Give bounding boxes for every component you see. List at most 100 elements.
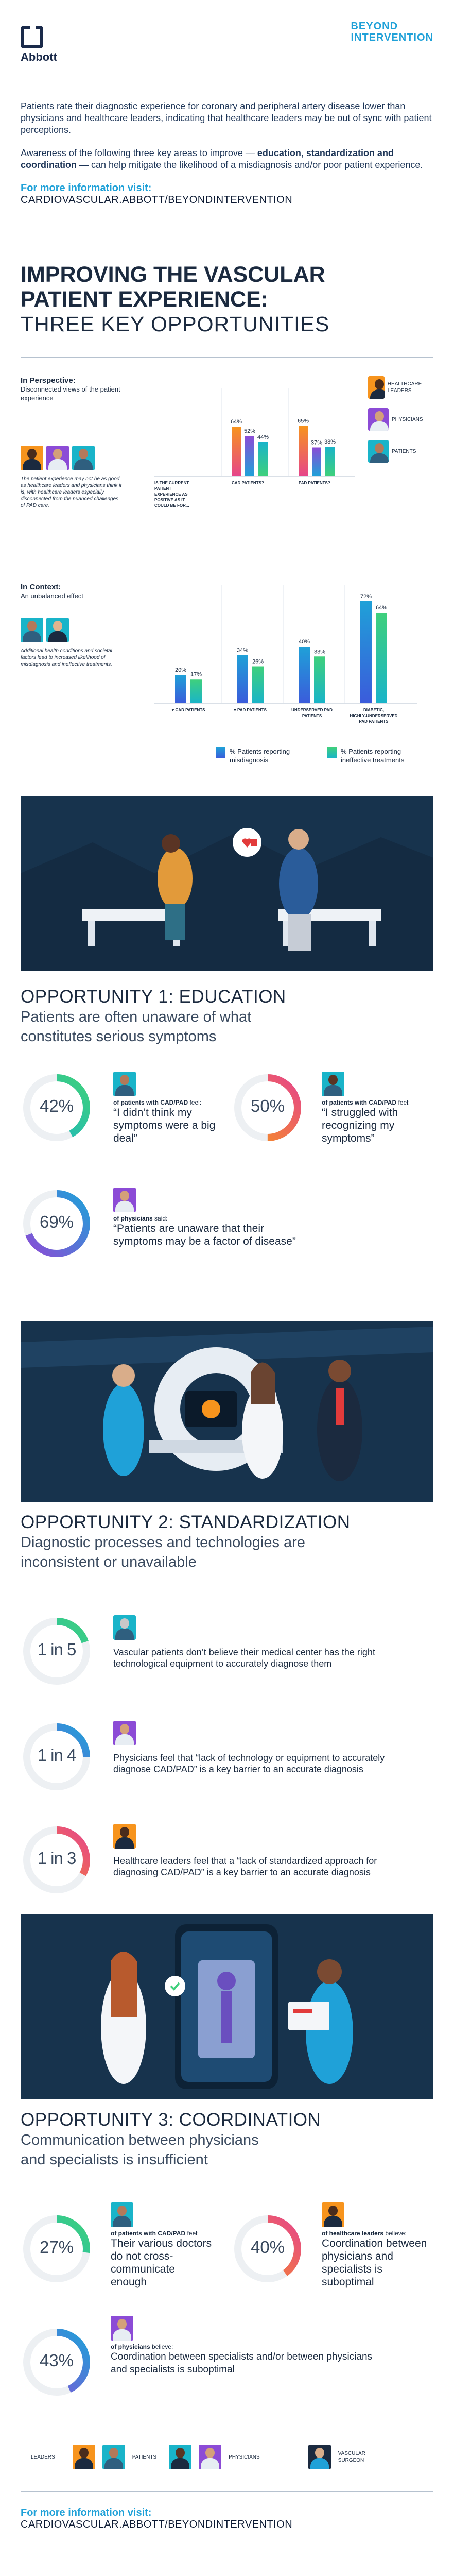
- donut-ring: [23, 2329, 90, 2396]
- bar-value-label: 65%: [298, 418, 309, 425]
- category-label: PATIENTS: [302, 714, 322, 718]
- opp3-stat-1-text: Their various doctors do not cross-commu…: [111, 2238, 212, 2288]
- patient-avatar: [113, 1072, 136, 1096]
- legend-patients-label: PATIENTS: [392, 448, 416, 454]
- illustration-patients-bench: [0, 796, 454, 981]
- footer-legend-patients: PATIENTS: [132, 2454, 157, 2460]
- donut-ring: [23, 1618, 90, 1685]
- opp2-title: OPPORTUNITY 2: STANDARDIZATION: [21, 1512, 351, 1532]
- brand-line-1: BEYOND: [351, 21, 398, 32]
- opp2-stat-2-ring: 1 in 4: [21, 1721, 93, 1793]
- footer-legend: LEADERS PATIENTS PHYSICIANS VASCULAR SUR…: [0, 2429, 454, 2491]
- opp3-stat-1-value: 27%: [39, 2238, 74, 2257]
- ring-progress-arc: [23, 2215, 90, 2282]
- leader-avatar: [322, 2202, 344, 2227]
- opp1-title: OPPORTUNITY 1: EDUCATION: [21, 987, 286, 1007]
- opportunity-2: OPPORTUNITY 2: STANDARDIZATION Diagnosti…: [0, 1512, 454, 1914]
- bar-ineffective-treatment: [252, 666, 264, 703]
- leader-avatar: [113, 1824, 136, 1849]
- bar-value-label: 64%: [376, 605, 387, 611]
- opp2-stat-3-text: Healthcare leaders feel that a “lack of …: [113, 1856, 377, 1877]
- opp3-subtitle-2: and specialists is insufficient: [21, 2151, 208, 2168]
- perspective-heading: In Perspective:: [21, 376, 76, 385]
- footer-more-info-label: For more information visit:: [21, 2507, 152, 2518]
- intro-p2-pre: Awareness of the following three key are…: [21, 148, 257, 158]
- opp1-stat-1-who-bold: of patients with CAD/PAD: [113, 1099, 188, 1106]
- opp1-stat-3-who: of physicians said:: [113, 1215, 309, 1222]
- opp3-stat-1-who-rest: feel:: [185, 2230, 199, 2237]
- legend-physician-avatar: [368, 408, 389, 431]
- ring-progress-arc: [23, 2329, 90, 2396]
- physician-avatar: [199, 2445, 222, 2469]
- opp2-subtitle-2: inconsistent or unavailable: [21, 1554, 197, 1570]
- illustration-imaging: [0, 1321, 454, 1512]
- intro-p2-bold: education, standardization and coordinat…: [21, 148, 394, 170]
- opp2-stat-1-value: 1 in 5: [37, 1640, 77, 1659]
- category-label: HIGHLY-UNDERSERVED: [350, 714, 398, 718]
- category-label: ♥ CAD PATIENTS: [172, 708, 206, 713]
- bar-misdiagnosis: [299, 647, 310, 703]
- imaging-scene-image: [21, 1321, 433, 1502]
- bar-ineffective-treatment: [376, 613, 387, 703]
- legend-physicians-label: PHYSICIANS: [392, 416, 423, 422]
- bar-patients: [325, 447, 335, 476]
- bar-value-label: 17%: [190, 671, 202, 677]
- title-line-2: PATIENT EXPERIENCE:: [21, 287, 269, 312]
- bar-value-label: 64%: [231, 419, 242, 425]
- context-section: In Context: An unbalanced effect Additio…: [0, 564, 454, 786]
- legend-ineffective: % Patients reporting ineffective treatme…: [341, 748, 405, 764]
- category-label: CAD PATIENTS?: [232, 481, 264, 485]
- bar-misdiagnosis: [175, 675, 186, 703]
- opp1-stat-3-ring: 69%: [21, 1188, 93, 1260]
- category-label: POSITIVE AS IT: [154, 498, 185, 502]
- patient-avatar: [111, 2202, 133, 2227]
- opp1-stat-1-who-rest: feel:: [188, 1099, 202, 1106]
- coordination-scene-image: [21, 1914, 433, 2099]
- more-info-label: For more information visit:: [21, 182, 152, 194]
- physician-avatar: [113, 1188, 136, 1212]
- bar-value-label: 26%: [252, 659, 264, 665]
- bar-misdiagnosis: [360, 601, 372, 703]
- ring-progress-arc: [23, 1190, 90, 1257]
- opp3-title: OPPORTUNITY 3: COORDINATION: [21, 2110, 321, 2130]
- footer-more-info-link[interactable]: CARDIOVASCULAR.ABBOTT/BEYONDINTERVENTION: [21, 2519, 293, 2530]
- patient-avatar: [113, 1615, 136, 1640]
- donut-ring: [23, 1826, 90, 1893]
- opp1-stat-3-who-rest: said:: [152, 1215, 168, 1222]
- physician-avatar: [113, 1721, 136, 1745]
- perspective-section: In Perspective: Disconnected views of th…: [0, 358, 454, 564]
- title-line-3: THREE KEY OPPORTUNITIES: [21, 312, 330, 336]
- opportunity-3: OPPORTUNITY 3: COORDINATION Communicatio…: [0, 2110, 454, 2429]
- category-label: PATIENT: [154, 486, 171, 491]
- perspective-legend: HEALTHCARE LEADERS PHYSICIANS PATIENTS: [368, 376, 435, 463]
- opp3-stat-3-who-rest: believe:: [150, 2343, 173, 2350]
- legend-misdiagnosis: % Patients reporting misdiagnosis: [230, 748, 290, 764]
- bar-value-label: 72%: [360, 594, 372, 600]
- more-info-link[interactable]: CARDIOVASCULAR.ABBOTT/BEYONDINTERVENTION: [21, 194, 293, 206]
- footer: For more information visit: CARDIOVASCUL…: [0, 2492, 454, 2551]
- bar-value-label: 40%: [299, 639, 310, 645]
- intro: Patients rate their diagnostic experienc…: [0, 100, 454, 206]
- opp3-stat-1-ring: 27%: [21, 2213, 93, 2285]
- donut-ring: [23, 2215, 90, 2282]
- context-legend: % Patients reporting misdiagnosis % Pati…: [216, 747, 413, 765]
- category-label: UNDERSERVED PAD: [291, 708, 333, 713]
- ring-progress-arc: [234, 1074, 301, 1141]
- physician-avatar: [111, 2316, 133, 2341]
- opp3-stat-2-who-bold: of healthcare leaders: [322, 2230, 384, 2237]
- opp3-stat-2-who-rest: believe:: [383, 2230, 407, 2237]
- donut-ring: [234, 1074, 301, 1141]
- abbott-logo[interactable]: Abbott: [21, 25, 67, 64]
- opp2-stat-1: 1 in 5 Vascular patients don’t believe t…: [21, 1615, 432, 1692]
- context-heading: In Context:: [21, 583, 61, 591]
- donut-ring: [234, 2215, 301, 2282]
- bar-value-label: 37%: [311, 440, 322, 446]
- opp1-stat-3-quote: “Patients are unaware that their symptom…: [113, 1223, 296, 1247]
- patient-avatar: [102, 2445, 125, 2469]
- header: Abbott BEYOND INTERVENTION: [0, 0, 454, 77]
- opportunity-1: OPPORTUNITY 1: EDUCATION Patients are of…: [0, 981, 454, 1321]
- opp1-stat-2-who-bold: of patients with CAD/PAD: [322, 1099, 397, 1106]
